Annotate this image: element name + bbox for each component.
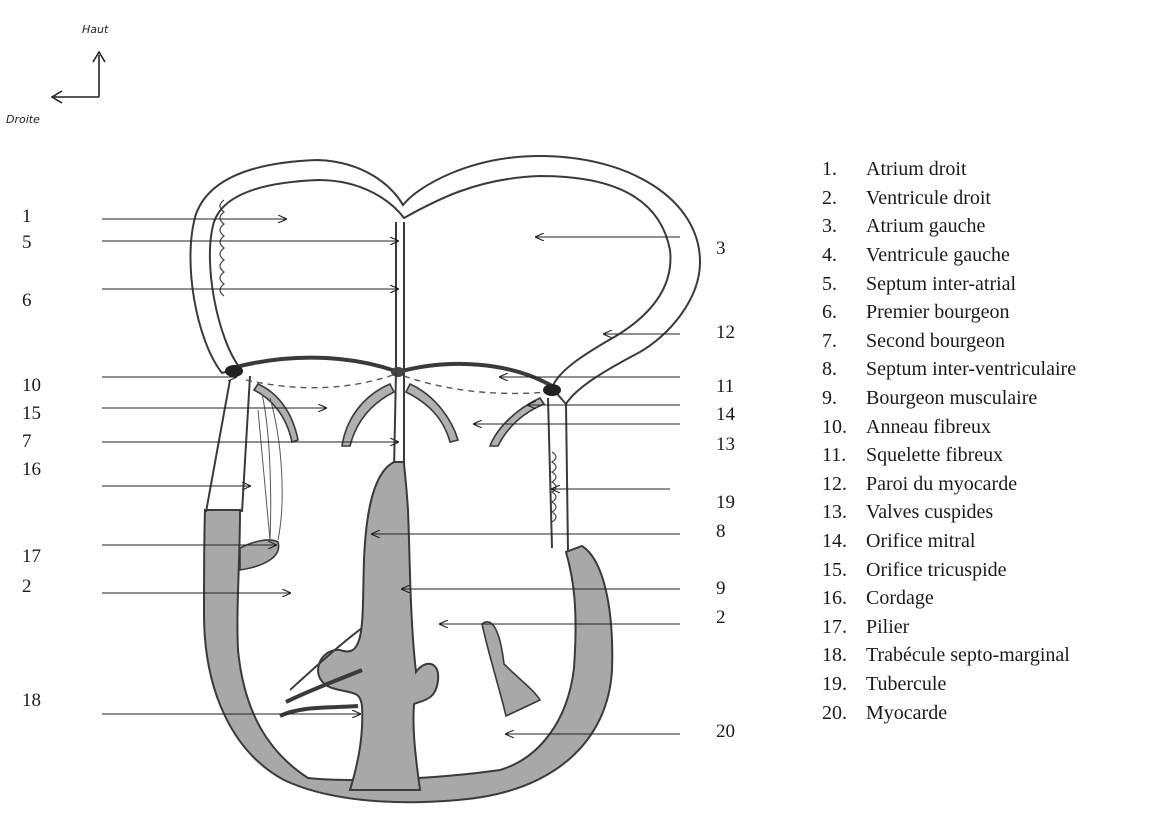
legend-item: 5.Septum inter-atrial xyxy=(822,269,1076,298)
callout-left: 15 xyxy=(22,403,41,424)
callout-left: 2 xyxy=(22,576,32,597)
interatrial-septum xyxy=(396,222,404,372)
callout-right: 9 xyxy=(716,578,726,599)
callout-right: 20 xyxy=(716,721,735,742)
callout-left: 7 xyxy=(22,431,32,452)
orientation-compass: Haut Droite xyxy=(6,23,109,126)
legend-item: 7.Second bourgeon xyxy=(822,327,1076,356)
legend-item: 9.Bourgeon musculaire xyxy=(822,384,1076,413)
legend-item: 12.Paroi du myocarde xyxy=(822,470,1076,499)
legend-item: 10.Anneau fibreux xyxy=(822,412,1076,441)
legend-item: 19.Tubercule xyxy=(822,670,1076,699)
legend-item: 1.Atrium droit xyxy=(822,155,1076,184)
callout-left: 10 xyxy=(22,375,41,396)
callout-left: 5 xyxy=(22,232,32,253)
callout-left: 6 xyxy=(22,290,32,311)
legend-item: 15.Orifice tricuspide xyxy=(822,555,1076,584)
legend-item: 6.Premier bourgeon xyxy=(822,298,1076,327)
callout-right: 12 xyxy=(716,322,735,343)
legend-item: 17.Pilier xyxy=(822,613,1076,642)
heart-drawing xyxy=(190,156,700,802)
callout-left: 1 xyxy=(22,206,32,227)
interventricular-septum xyxy=(318,462,438,790)
legend-item: 8.Septum inter-ventriculaire xyxy=(822,355,1076,384)
legend-item: 14.Orifice mitral xyxy=(822,527,1076,556)
legend-item: 2.Ventricule droit xyxy=(822,184,1076,213)
callout-right: 8 xyxy=(716,521,726,542)
callout-right: 3 xyxy=(716,238,726,259)
orientation-up-label: Haut xyxy=(82,23,109,36)
callout-right: 14 xyxy=(716,404,736,425)
legend-item: 11.Squelette fibreux xyxy=(822,441,1076,470)
legend-item: 18.Trabécule septo-marginal xyxy=(822,641,1076,670)
legend-item: 3.Atrium gauche xyxy=(822,212,1076,241)
orientation-side-label: Droite xyxy=(6,113,40,126)
callout-left: 16 xyxy=(22,459,41,480)
legend-item: 16.Cordage xyxy=(822,584,1076,613)
callout-right: 11 xyxy=(716,376,734,397)
callout-left: 18 xyxy=(22,690,41,711)
callout-right: 13 xyxy=(716,434,735,455)
legend-item: 4.Ventricule gauche xyxy=(822,241,1076,270)
legend-item: 20.Myocarde xyxy=(822,698,1076,727)
legend-item: 13.Valves cuspides xyxy=(822,498,1076,527)
atria-outer-wall xyxy=(190,156,700,404)
callout-right: 2 xyxy=(716,607,726,628)
callout-right: 19 xyxy=(716,492,735,513)
legend-list: 1.Atrium droit 2.Ventricule droit 3.Atri… xyxy=(822,155,1076,727)
callout-left: 17 xyxy=(22,546,41,567)
